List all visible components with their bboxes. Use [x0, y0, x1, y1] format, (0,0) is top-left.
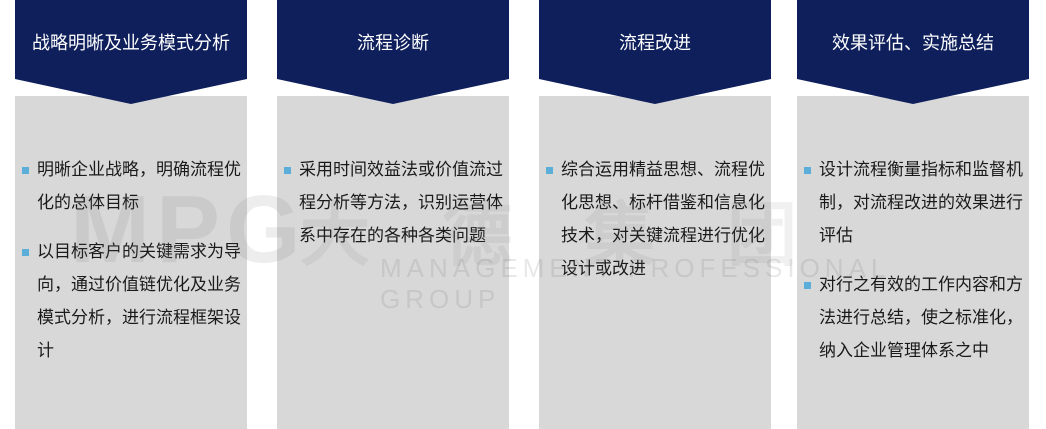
step-title-3: 流程改进 [619, 33, 691, 54]
square-bullet-icon [804, 167, 811, 174]
step-header-4: 效果评估、实施总结 [797, 0, 1029, 104]
step-title-2: 流程诊断 [357, 33, 429, 54]
list-item: 综合运用精益思想、流程优化思想、标杆借鉴和信息化技术，对关键流程进行优化设计或改… [539, 154, 771, 286]
item-text: 设计流程衡量指标和监督机制，对流程改进的效果进行评估 [819, 160, 1023, 246]
item-text: 明晰企业战略，明确流程优化的总体目标 [37, 160, 241, 213]
square-bullet-icon [284, 167, 291, 174]
list-item: 采用时间效益法或价值流过程分析等方法，识别运营体系中存在的各种各类问题 [277, 154, 509, 253]
step-column-1: 战略明晰及业务模式分析 明晰企业战略，明确流程优化的总体目标 以目标客户的关键需… [15, 0, 247, 429]
step-header-2: 流程诊断 [277, 0, 509, 104]
step-title-1: 战略明晰及业务模式分析 [32, 33, 230, 54]
step-header-3: 流程改进 [539, 0, 771, 104]
item-text: 以目标客户的关键需求为导向，通过价值链优化及业务模式分析，进行流程框架设计 [37, 242, 241, 361]
step-title-4: 效果评估、实施总结 [832, 33, 994, 54]
step-body-2: 采用时间效益法或价值流过程分析等方法，识别运营体系中存在的各种各类问题 [277, 96, 509, 429]
list-item: 设计流程衡量指标和监督机制，对流程改进的效果进行评估 [797, 154, 1029, 253]
square-bullet-icon [22, 167, 29, 174]
item-text: 对行之有效的工作内容和方法进行总结，使之标准化，纳入企业管理体系之中 [819, 275, 1023, 361]
step-body-1: 明晰企业战略，明确流程优化的总体目标 以目标客户的关键需求为导向，通过价值链优化… [15, 96, 247, 429]
step-body-4: 设计流程衡量指标和监督机制，对流程改进的效果进行评估 对行之有效的工作内容和方法… [797, 96, 1029, 429]
list-item: 明晰企业战略，明确流程优化的总体目标 [15, 154, 247, 220]
square-bullet-icon [804, 282, 811, 289]
list-item: 以目标客户的关键需求为导向，通过价值链优化及业务模式分析，进行流程框架设计 [15, 236, 247, 368]
step-header-1: 战略明晰及业务模式分析 [15, 0, 247, 104]
step-column-2: 流程诊断 采用时间效益法或价值流过程分析等方法，识别运营体系中存在的各种各类问题 [277, 0, 509, 429]
square-bullet-icon [22, 249, 29, 256]
list-item: 对行之有效的工作内容和方法进行总结，使之标准化，纳入企业管理体系之中 [797, 269, 1029, 368]
step-body-3: 综合运用精益思想、流程优化思想、标杆借鉴和信息化技术，对关键流程进行优化设计或改… [539, 96, 771, 429]
square-bullet-icon [546, 167, 553, 174]
step-column-3: 流程改进 综合运用精益思想、流程优化思想、标杆借鉴和信息化技术，对关键流程进行优… [539, 0, 771, 429]
step-column-4: 效果评估、实施总结 设计流程衡量指标和监督机制，对流程改进的效果进行评估 对行之… [797, 0, 1029, 429]
item-text: 采用时间效益法或价值流过程分析等方法，识别运营体系中存在的各种各类问题 [299, 160, 503, 246]
item-text: 综合运用精益思想、流程优化思想、标杆借鉴和信息化技术，对关键流程进行优化设计或改… [561, 160, 765, 279]
